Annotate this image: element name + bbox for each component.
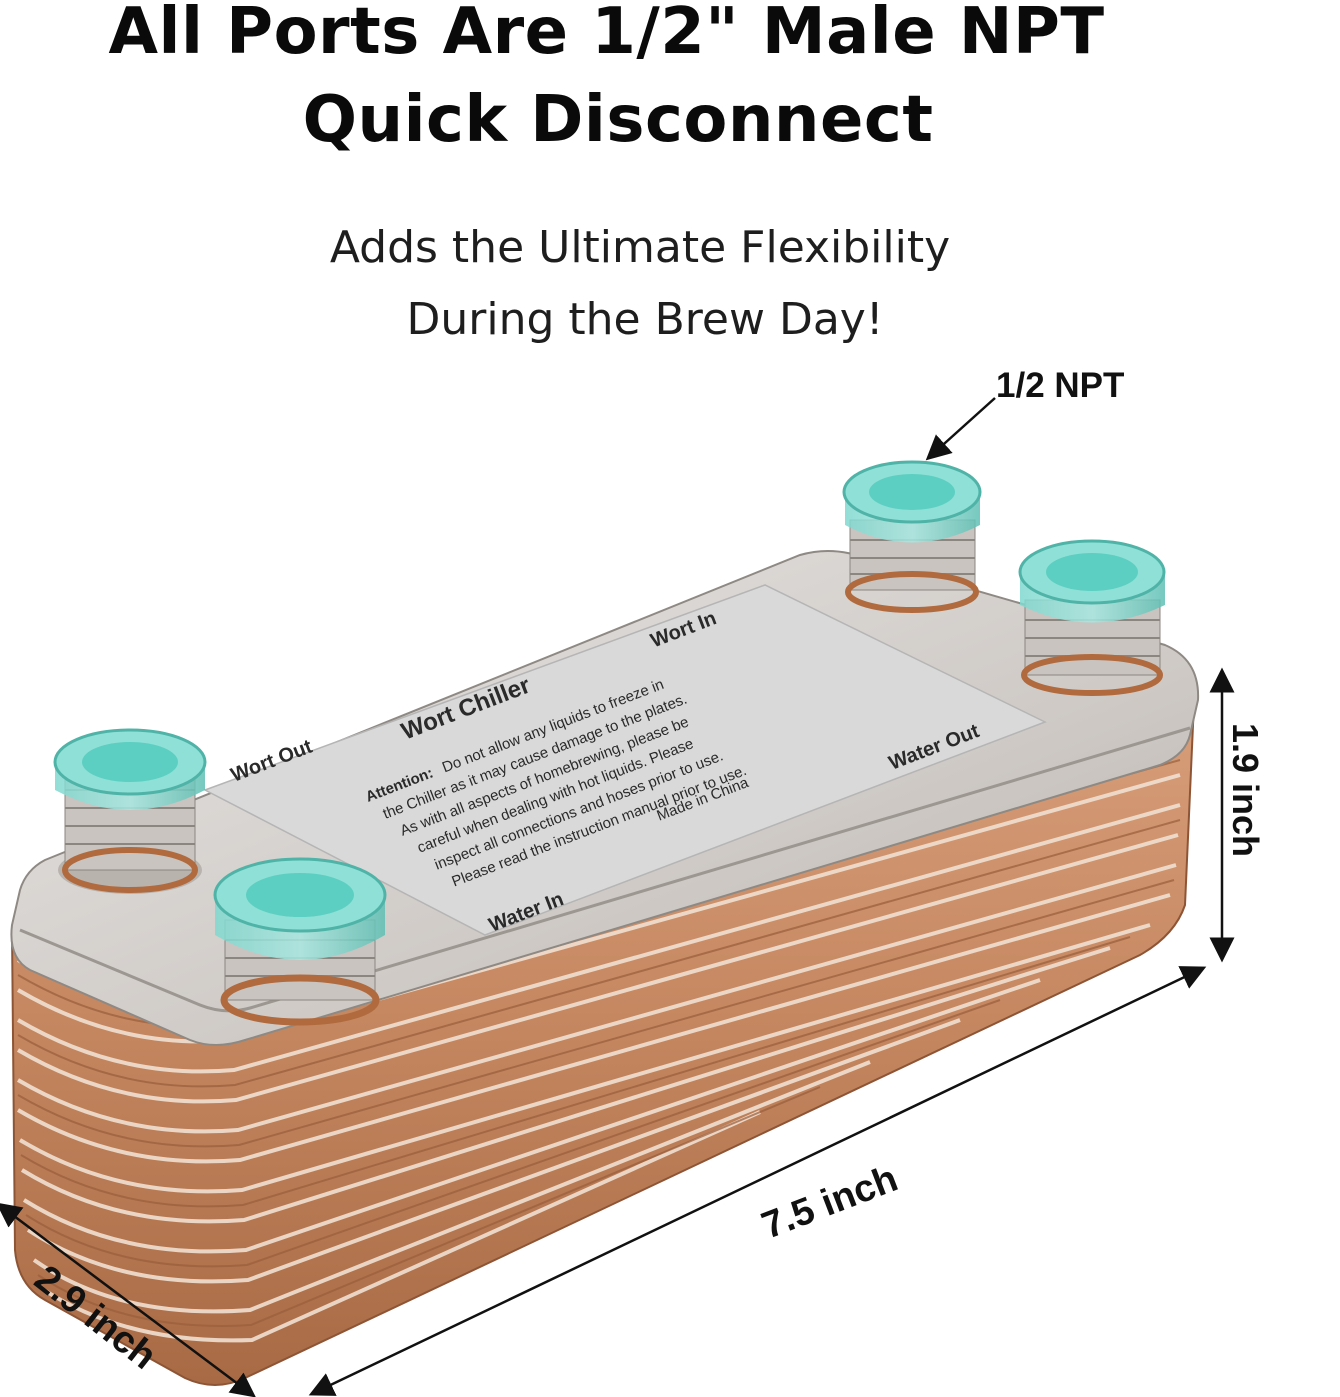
port-water-in [213, 857, 387, 1026]
port-water-out [1018, 539, 1166, 696]
headline-line-2: Quick Disconnect [302, 83, 934, 157]
length-dimension-arrow [308, 966, 1207, 1396]
headline-line-1: All Ports Are 1/2" Male NPT [108, 0, 1105, 69]
label-plate [203, 584, 1047, 936]
port-wort-in [842, 460, 982, 613]
subheadline-line-2: During the Brew Day! [406, 294, 884, 345]
subheadline-line-1: Adds the Ultimate Flexibility [329, 222, 951, 273]
width-dimension-arrow [0, 1202, 256, 1397]
port-callout-arrow [925, 397, 996, 461]
height-callout: 1.9 inch [1225, 722, 1266, 858]
port-wort-out [53, 728, 207, 894]
port-size-callout: 1/2 NPT [996, 366, 1125, 405]
